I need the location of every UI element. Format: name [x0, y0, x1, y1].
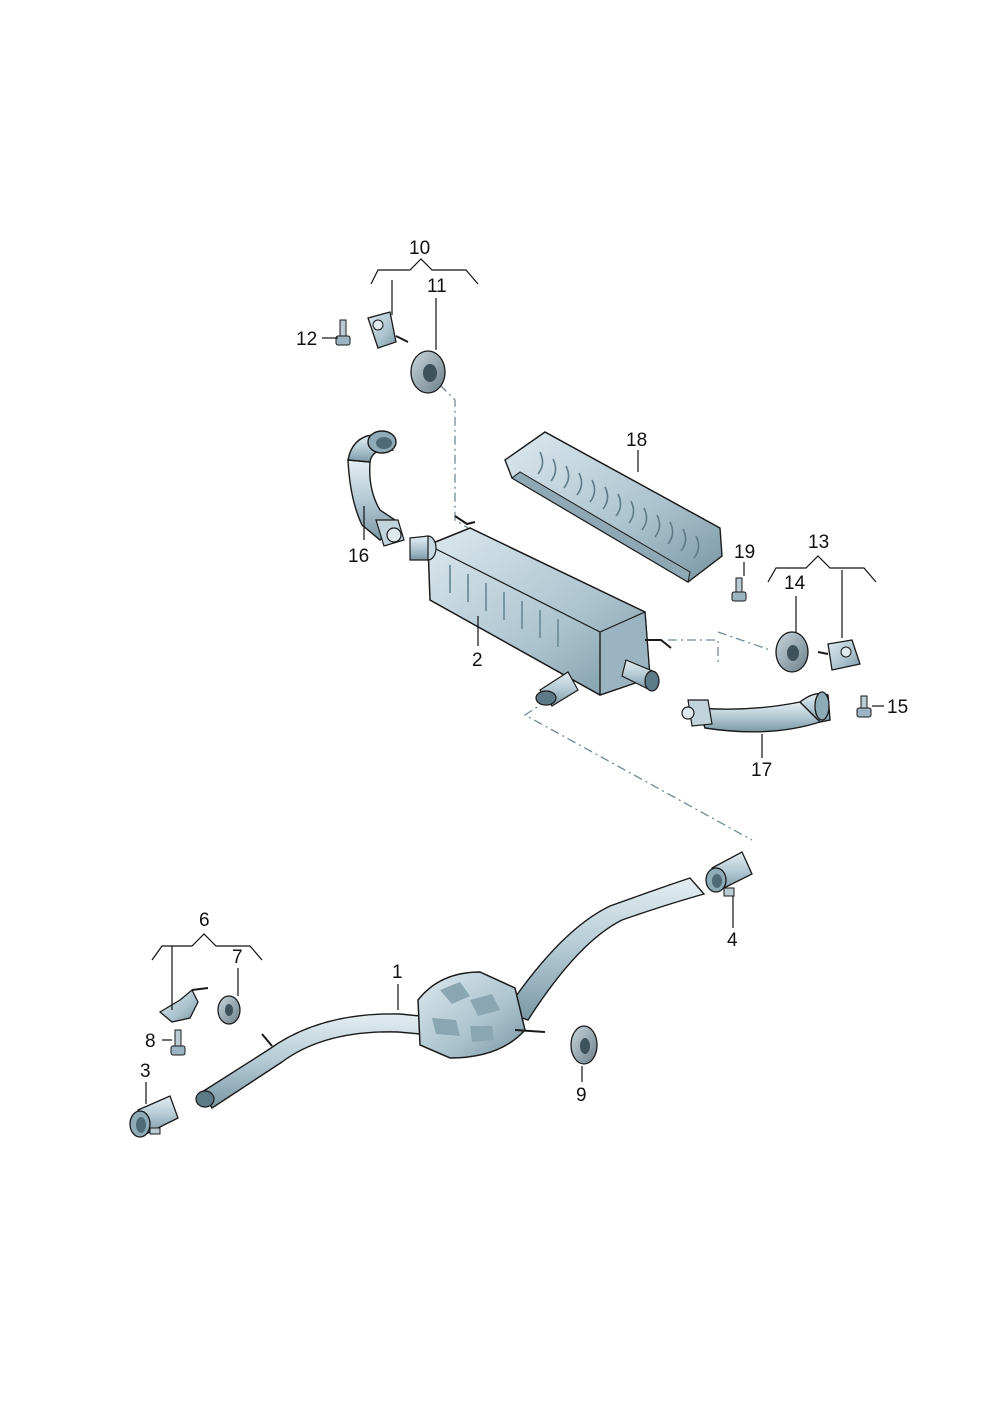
rubber-mount-11: [410, 350, 446, 394]
part-number-12: 12: [296, 329, 317, 350]
leader-lines: [145, 258, 884, 1104]
clamp-4: [705, 851, 753, 897]
front-pipe-assembly: [195, 877, 706, 1109]
part-number-1: 1: [392, 962, 403, 983]
part-number-18: 18: [626, 430, 647, 451]
part-number-6: 6: [199, 910, 210, 931]
part-number-2: 2: [472, 650, 483, 671]
part-numbers: 10 11 12 18 16 19 13 14 2 15 17 6 4 7 1 …: [140, 238, 908, 1106]
part-number-4: 4: [727, 930, 738, 951]
bracket-10: [367, 311, 409, 349]
part-number-19: 19: [734, 542, 755, 563]
bolt-15: [856, 695, 872, 718]
bent-pipe-17: [681, 691, 831, 733]
part-number-8: 8: [145, 1031, 156, 1052]
bolt-19: [731, 577, 747, 602]
bolt-8: [170, 1029, 186, 1056]
part-number-13: 13: [808, 532, 829, 553]
rubber-mount-7: [217, 995, 241, 1025]
bracket-13: [817, 639, 861, 671]
part-number-7: 7: [232, 947, 243, 968]
clamp-3: [129, 1095, 179, 1138]
rubber-mount-9: [570, 1025, 598, 1065]
part-number-10: 10: [409, 238, 430, 259]
heat-shield: [504, 431, 723, 583]
bracket-6: [158, 987, 209, 1023]
bolt-12: [335, 319, 351, 346]
part-number-16: 16: [348, 546, 369, 567]
part-number-9: 9: [576, 1085, 587, 1106]
part-number-15: 15: [887, 697, 908, 718]
part-number-3: 3: [140, 1061, 151, 1082]
part-number-14: 14: [784, 573, 806, 594]
part-number-17: 17: [751, 760, 772, 781]
bent-pipe-16: [347, 430, 405, 547]
rear-silencer: [409, 515, 672, 707]
center-lines: [439, 384, 771, 841]
rubber-mount-14: [775, 631, 809, 673]
part-number-11: 11: [427, 276, 447, 297]
